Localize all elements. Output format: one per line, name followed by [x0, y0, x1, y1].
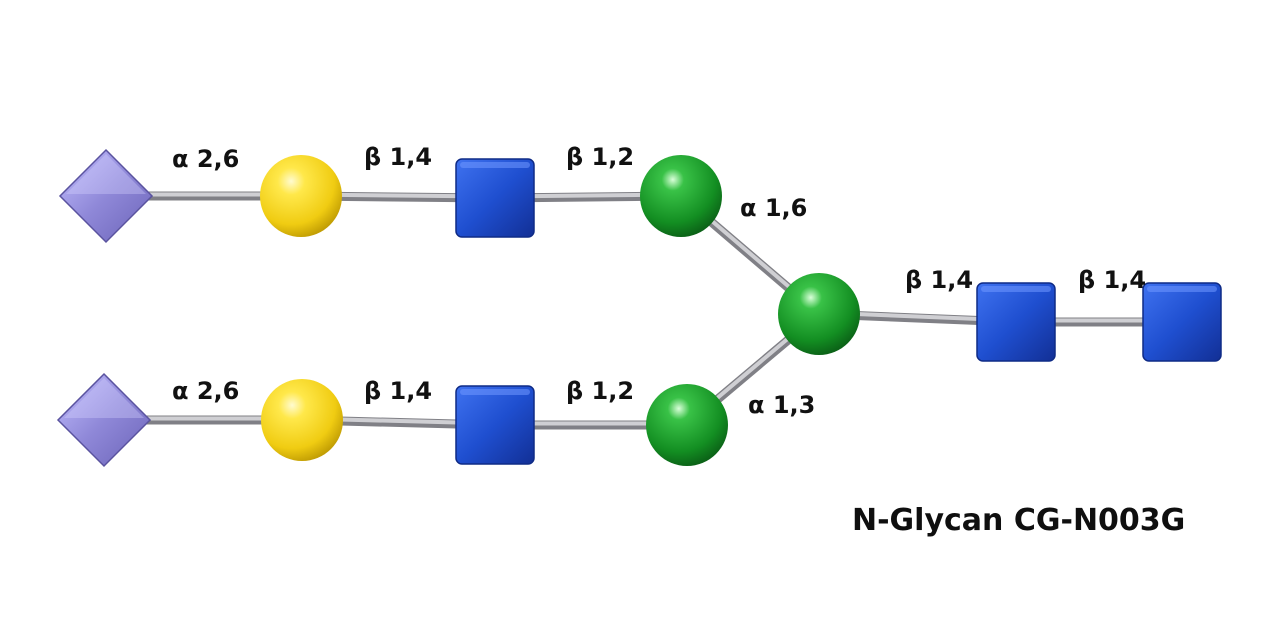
- glcnac-residue: [455, 385, 535, 465]
- sialic-acid-residue: [58, 148, 154, 244]
- galactose-residue: [261, 379, 343, 461]
- linkage-label: β 1,4: [364, 377, 432, 405]
- mannose-residue: [646, 384, 728, 466]
- linkage-label: β 1,4: [905, 266, 973, 294]
- linkage-label: α 1,3: [748, 391, 815, 419]
- linkage-label: β 1,4: [1078, 266, 1146, 294]
- glycan-name-caption: N-Glycan CG-N003G: [852, 503, 1186, 538]
- linkage-label: β 1,2: [566, 377, 634, 405]
- linkage-label: β 1,4: [364, 143, 432, 171]
- glcnac-residue: [976, 282, 1056, 362]
- linkage-label: α 1,6: [740, 194, 807, 222]
- sialic-acid-residue: [56, 372, 152, 468]
- mannose-residue: [640, 155, 722, 237]
- mannose-residue: [778, 273, 860, 355]
- galactose-residue: [260, 155, 342, 237]
- glcnac-residue: [455, 158, 535, 238]
- linkage-label: α 2,6: [172, 145, 239, 173]
- linkage-label: α 2,6: [172, 377, 239, 405]
- linkage-label: β 1,2: [566, 143, 634, 171]
- glcnac-residue: [1142, 282, 1222, 362]
